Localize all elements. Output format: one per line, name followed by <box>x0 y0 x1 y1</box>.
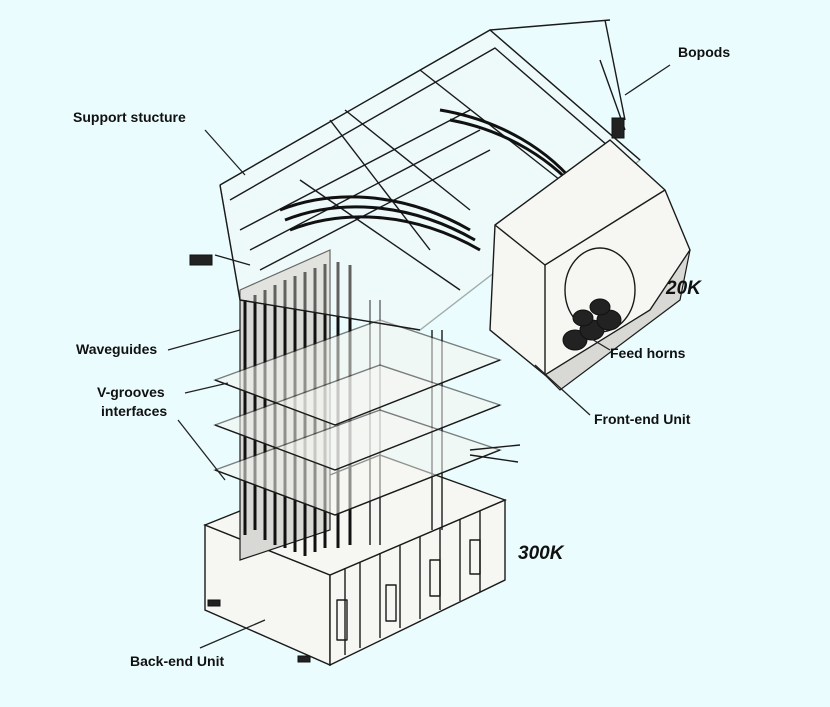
leader-bopods <box>624 64 671 96</box>
leader-waveguides <box>167 329 241 351</box>
leader-v-grooves-2 <box>177 419 226 481</box>
label-bopods: Bopods <box>678 44 731 60</box>
label-feed-horns: Feed horns <box>610 345 686 361</box>
leader-v-grooves-1 <box>184 382 229 394</box>
label-front-end-unit: Front-end Unit <box>594 411 691 427</box>
label-waveguides: Waveguides <box>76 341 158 357</box>
label-temp-300k: 300K <box>518 543 564 564</box>
label-back-end-unit: Back-end Unit <box>130 653 225 669</box>
leader-support-structure <box>204 129 246 176</box>
leader-lines <box>167 64 671 649</box>
support-structure-drawing <box>189 19 642 331</box>
leader-feed-horns <box>584 334 611 351</box>
leader-back-end <box>199 619 266 649</box>
label-support-structure: Support stucture <box>73 109 186 125</box>
leader-front-end <box>534 364 591 416</box>
feed-horns-drawing <box>562 298 622 351</box>
label-v-grooves-interfaces: interfaces <box>101 403 168 419</box>
front-end-unit-drawing <box>489 139 691 391</box>
v-groove-plates-drawing <box>212 319 521 516</box>
label-temp-20k: 20K <box>666 278 701 299</box>
label-v-grooves: V-grooves <box>97 384 165 400</box>
